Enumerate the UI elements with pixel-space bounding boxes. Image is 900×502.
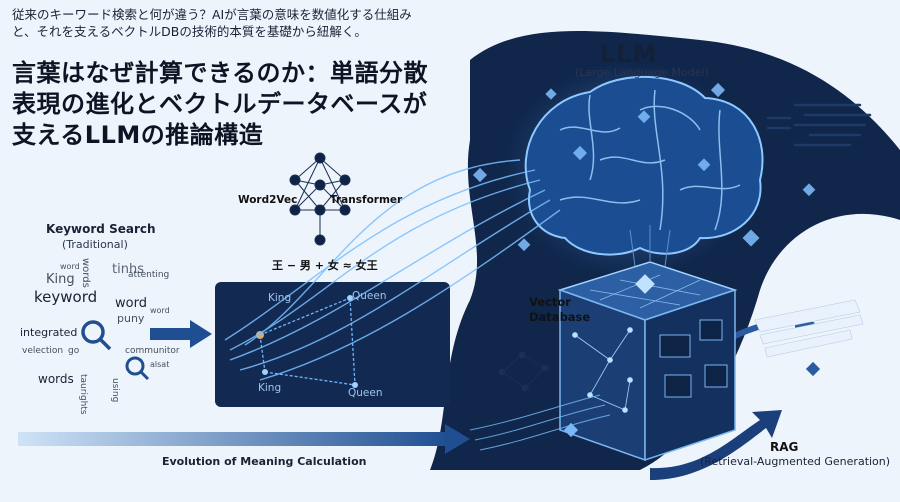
evolution-label: Evolution of Meaning Calculation (162, 455, 367, 468)
cloud-word: using (110, 378, 120, 403)
retrieval-streams (469, 394, 611, 451)
cloud-word: go (68, 346, 80, 356)
word2vec-label: Word2Vec (238, 194, 298, 206)
cloud-word: taurights (78, 374, 88, 415)
point-label: King (258, 382, 282, 394)
headline-line-3: 支えるLLMの推論構造 (12, 121, 264, 149)
lead-text: 従来のキーワード検索と何が違う？AIが言葉の意味を数値化する仕組み と、それを支… (12, 6, 412, 40)
cloud-word: communitor (125, 346, 180, 356)
cloud-word: word (60, 262, 80, 271)
evolution-arrow (18, 424, 470, 454)
cloud-word: alsat (150, 360, 170, 369)
cloud-word: King (46, 272, 75, 287)
vector-database-line-1: Vector (529, 295, 571, 309)
brain-illustration (472, 60, 816, 280)
vector-database-label: Vector Database (529, 295, 590, 325)
data-streams (224, 159, 561, 381)
point-label: King (268, 292, 292, 304)
cloud-word: puny (117, 312, 145, 325)
cloud-word: words (38, 372, 74, 386)
headline-line-2: 表現の進化とベクトルデータベースが (12, 90, 428, 118)
vector-database-cube (557, 225, 738, 462)
headline: 言葉はなぜ計算できるのか：単語分散 表現の進化とベクトルデータベースが 支えるL… (12, 58, 428, 151)
cloud-word: velection (22, 346, 64, 356)
cloud-word: word (115, 296, 147, 311)
neural-network-icon (289, 152, 351, 246)
cloud-word: integrated (20, 326, 78, 339)
keyword-search-title: Keyword Search (46, 222, 156, 236)
rag-title: RAG (770, 440, 799, 454)
db-network-icon (498, 351, 549, 392)
cloud-word: attenting (128, 270, 170, 280)
rag-subtitle: (Retrieval-Augmented Generation) (700, 455, 891, 468)
llm-title: LLM (600, 40, 658, 68)
embedding-panel (215, 282, 450, 407)
llm-output-lines (766, 103, 872, 147)
analogy-equation: 王 − 男 + 女 ≈ 女王 (272, 259, 378, 272)
cloud-word: tinhs (112, 262, 144, 277)
point-label: Queen (348, 387, 383, 399)
keyword-search-subtitle: (Traditional) (62, 238, 128, 251)
point-label: Queen (352, 290, 387, 302)
magnifier-small-icon (125, 356, 150, 381)
lead-line-2: と、それを支えるベクトルDBの技術的本質を基礎から紐解く。 (12, 24, 367, 39)
cloud-word: words (80, 258, 91, 288)
transformer-label: Transformer (330, 194, 403, 206)
headline-line-1: 言葉はなぜ計算できるのか：単語分散 (12, 59, 429, 87)
rag-arrow (650, 410, 782, 480)
llm-subtitle: (Large Language Model) (575, 66, 709, 79)
lead-line-1: 従来のキーワード検索と何が違う？AIが言葉の意味を数値化する仕組み (12, 7, 412, 22)
vector-database-line-2: Database (529, 310, 591, 324)
magnifier-icon (81, 320, 112, 351)
keyword-arrow (150, 320, 212, 348)
cloud-word: keyword (34, 288, 98, 306)
cloud-word: word (150, 306, 170, 315)
document-strips (754, 299, 864, 358)
